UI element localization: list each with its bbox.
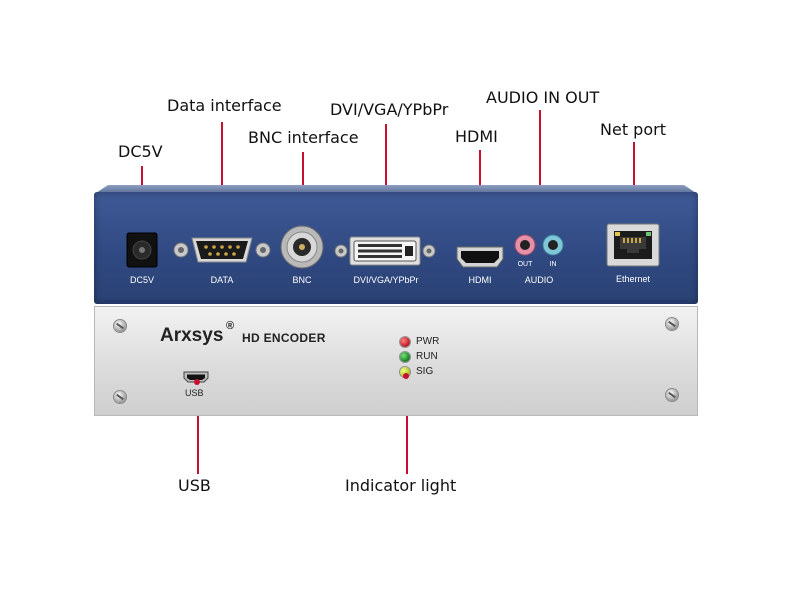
callout-audio-in-out: AUDIO IN OUT (486, 88, 600, 107)
db9-data-port-icon (173, 237, 271, 263)
callout-bnc-interface: BNC interface (248, 128, 359, 147)
leader-indicator (406, 376, 408, 474)
model-name: HD ENCODER (242, 331, 326, 345)
dc5v-port-icon (126, 232, 158, 268)
screw-icon (114, 320, 126, 332)
sig-led-icon (400, 367, 410, 377)
run-led-icon (400, 352, 410, 362)
pwr-led-icon (400, 337, 410, 347)
screw-icon (114, 391, 126, 403)
led-label-run: RUN (416, 351, 438, 362)
callout-indicator-light: Indicator light (345, 476, 457, 495)
audio-in-jack-icon (542, 234, 564, 256)
front-panel (94, 306, 698, 416)
dvi-port-icon (334, 236, 436, 266)
device-top-edge (96, 185, 696, 193)
led-label-pwr: PWR (416, 336, 440, 347)
back-label-audio: AUDIO (524, 275, 554, 285)
callout-dvi-vga-ypbpr: DVI/VGA/YPbPr (330, 100, 449, 119)
callout-net-port: Net port (600, 120, 666, 139)
back-label-dc5v: DC5V (129, 275, 155, 285)
callout-data-interface: Data interface (167, 96, 282, 115)
front-label-usb: USB (185, 388, 204, 398)
leader-dot (403, 373, 409, 379)
mini-usb-port-icon (183, 371, 209, 383)
back-label-data: DATA (210, 275, 234, 285)
led-label-sig: SIG (416, 366, 434, 377)
audio-out-jack-icon (514, 234, 536, 256)
leader-usb (197, 382, 199, 474)
hdmi-port-icon (456, 246, 504, 268)
leader-audio (539, 110, 541, 235)
callout-hdmi: HDMI (455, 127, 498, 146)
registered-mark: ® (226, 320, 235, 332)
screw-icon (666, 318, 678, 330)
ethernet-port-icon (606, 223, 660, 267)
back-label-audio-in: IN (549, 261, 557, 268)
bnc-port-icon (280, 225, 324, 269)
callout-dc5v: DC5V (118, 142, 163, 161)
back-label-ethernet: Ethernet (615, 274, 651, 284)
back-label-hdmi: HDMI (468, 275, 492, 285)
callout-usb: USB (178, 476, 211, 495)
leader-dot (194, 379, 200, 385)
screw-icon (666, 389, 678, 401)
leader-dvi (385, 124, 387, 236)
back-label-bnc: BNC (292, 275, 312, 285)
back-label-dvi: DVI/VGA/YPbPr (353, 275, 419, 285)
brand-logo: Arxsys (160, 325, 224, 346)
leader-data-interface (221, 122, 223, 230)
back-label-audio-out: OUT (517, 261, 533, 268)
